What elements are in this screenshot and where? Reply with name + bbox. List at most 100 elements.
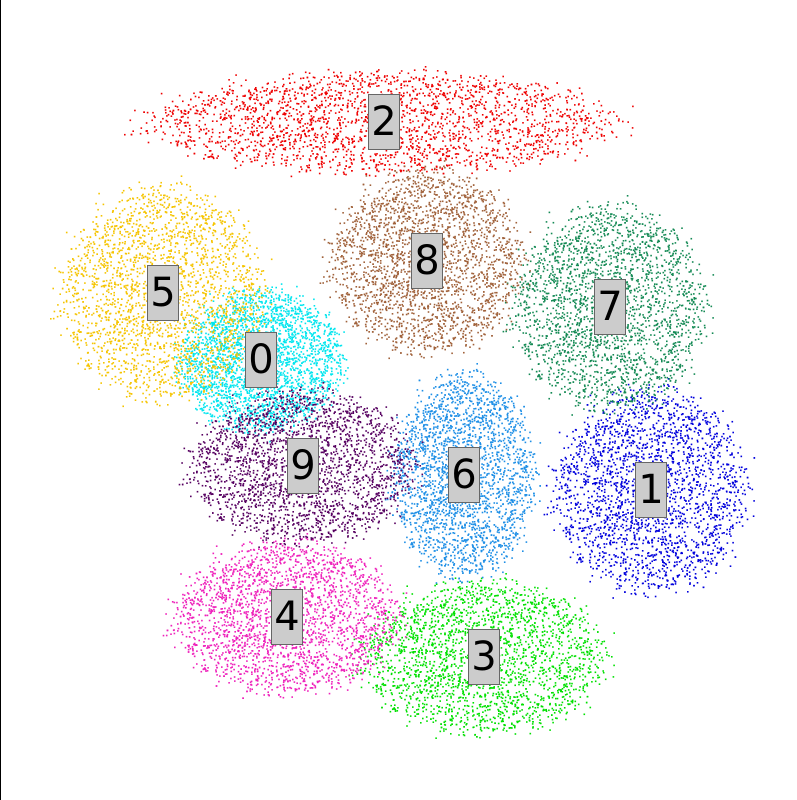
point xyxy=(315,316,318,318)
point xyxy=(630,516,633,518)
point xyxy=(205,388,208,391)
point xyxy=(280,319,282,322)
point xyxy=(576,553,579,556)
point xyxy=(268,320,271,322)
point xyxy=(287,299,289,301)
point xyxy=(615,468,618,471)
point xyxy=(597,468,599,470)
point xyxy=(282,361,285,363)
point xyxy=(258,403,260,405)
point xyxy=(628,436,630,438)
point xyxy=(197,344,199,347)
point xyxy=(237,393,240,396)
point xyxy=(247,399,250,401)
point xyxy=(565,492,568,495)
point xyxy=(585,543,587,546)
point xyxy=(218,360,221,362)
point xyxy=(229,340,231,342)
point xyxy=(280,342,282,345)
point xyxy=(720,508,722,510)
point xyxy=(638,538,640,541)
point xyxy=(606,420,609,422)
point xyxy=(245,389,248,391)
point xyxy=(292,367,294,369)
point xyxy=(228,371,231,373)
point xyxy=(629,436,631,439)
point xyxy=(602,471,605,474)
point xyxy=(235,384,237,387)
point xyxy=(564,491,567,493)
point xyxy=(565,526,568,529)
point xyxy=(653,573,655,576)
point xyxy=(676,410,678,412)
point xyxy=(206,387,209,390)
point xyxy=(337,384,340,387)
point xyxy=(669,436,672,438)
point xyxy=(215,385,218,388)
point xyxy=(249,410,251,412)
point xyxy=(279,393,281,395)
point xyxy=(740,503,743,505)
point xyxy=(680,426,682,428)
point xyxy=(721,505,723,508)
point xyxy=(688,428,691,430)
point xyxy=(665,563,667,566)
point xyxy=(272,325,274,327)
point xyxy=(313,322,316,324)
point xyxy=(274,322,277,324)
point xyxy=(563,515,566,517)
point xyxy=(205,385,207,388)
point xyxy=(213,415,216,418)
point xyxy=(665,449,668,451)
point xyxy=(200,360,203,362)
point xyxy=(741,492,744,495)
point xyxy=(278,299,280,301)
point xyxy=(269,440,271,443)
point xyxy=(714,441,716,443)
point xyxy=(221,385,224,387)
point xyxy=(282,415,285,418)
point xyxy=(590,530,593,533)
point xyxy=(223,344,226,347)
point xyxy=(662,402,665,404)
point xyxy=(270,313,273,315)
point xyxy=(636,433,639,435)
point xyxy=(278,365,281,367)
point xyxy=(621,480,623,483)
point xyxy=(751,488,754,491)
point xyxy=(576,533,578,535)
point xyxy=(668,526,670,529)
point xyxy=(249,299,251,302)
point xyxy=(272,431,274,433)
point xyxy=(310,371,312,373)
point xyxy=(317,324,320,327)
point xyxy=(609,448,612,451)
point xyxy=(578,506,580,508)
point xyxy=(617,472,619,474)
point xyxy=(282,299,285,302)
point xyxy=(636,403,639,405)
point xyxy=(707,421,709,423)
point xyxy=(672,447,675,449)
point xyxy=(634,582,637,584)
point xyxy=(243,407,246,410)
point xyxy=(641,447,644,449)
point xyxy=(296,332,299,335)
point xyxy=(625,570,628,573)
point xyxy=(624,481,627,483)
point xyxy=(729,500,731,502)
point xyxy=(714,533,717,536)
point xyxy=(670,569,672,572)
point xyxy=(317,335,320,337)
point xyxy=(207,368,209,370)
point xyxy=(312,333,314,336)
point xyxy=(282,346,285,348)
point xyxy=(279,359,282,362)
point xyxy=(278,410,281,413)
point xyxy=(691,414,693,417)
point xyxy=(291,325,293,327)
point xyxy=(285,339,288,342)
point xyxy=(740,516,743,519)
point xyxy=(231,402,234,404)
point xyxy=(191,364,194,367)
